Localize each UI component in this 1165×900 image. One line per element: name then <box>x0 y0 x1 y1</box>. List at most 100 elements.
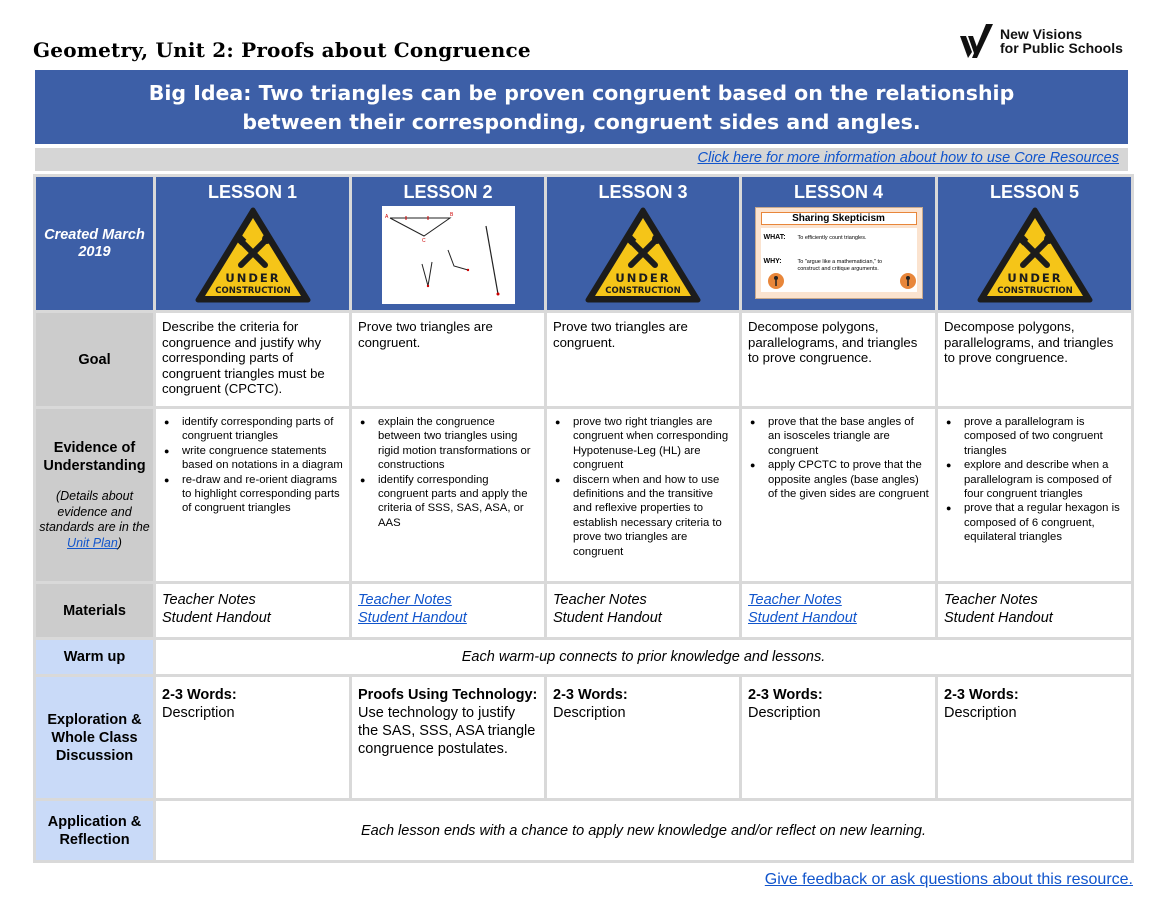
created-date-text: Created March 2019 <box>44 226 145 260</box>
evidence-item: write congruence statements based on not… <box>162 444 343 473</box>
application-row: Application & Reflection Each lesson end… <box>33 798 1134 863</box>
application-text: Each lesson ends with a chance to apply … <box>153 798 1134 863</box>
congruent-triangles-icon: A B C <box>385 212 499 296</box>
application-label: Application & Reflection <box>33 798 156 863</box>
lesson-3-title[interactable]: LESSON 3 <box>598 182 688 202</box>
evidence-list: explain the congruence between two trian… <box>358 415 538 530</box>
teacher-notes: Teacher Notes <box>553 592 647 608</box>
uc-text-construction: CONSTRUCTION <box>605 286 680 296</box>
student-handout-link[interactable]: Student Handout <box>358 610 467 626</box>
teacher-notes: Teacher Notes <box>944 592 1038 608</box>
big-idea-line-2: between their corresponding, congruent s… <box>242 110 921 134</box>
teacher-notes-link[interactable]: Teacher Notes <box>358 592 452 608</box>
evidence-item: re-draw and re-orient diagrams to highli… <box>162 473 343 516</box>
under-construction-icon: UNDER CONSTRUCTION <box>977 207 1092 303</box>
point-b-label: B <box>450 212 454 218</box>
figure-icon <box>899 273 916 289</box>
exploration-heading: 2-3 Words: <box>162 687 237 703</box>
checkmarks-logo-icon <box>960 24 993 58</box>
teacher-notes-link[interactable]: Teacher Notes <box>748 592 842 608</box>
figure-icon <box>767 273 784 289</box>
core-resources-link[interactable]: Click here for more information about ho… <box>697 150 1120 166</box>
lesson-1-title[interactable]: LESSON 1 <box>207 182 298 202</box>
uc-text-under: UNDER <box>225 271 280 285</box>
exploration-cell: 2-3 Words: Description <box>544 674 742 801</box>
materials-cell: Teacher Notes Student Handout <box>153 581 352 640</box>
student-handout: Student Handout <box>553 610 662 626</box>
new-visions-logo: New Visions for Public Schools <box>960 22 1125 60</box>
evidence-cell: explain the congruence between two trian… <box>349 406 547 584</box>
evidence-list: prove a parallelogram is composed of two… <box>944 415 1125 545</box>
logo-line-1: New Visions <box>1000 26 1083 42</box>
evidence-item: apply CPCTC to prove that the opposite a… <box>748 458 929 501</box>
lesson-5-header: LESSON 5 UNDER CONSTRUCTION <box>935 174 1134 313</box>
lesson-grid: Created March 2019 LESSON 1 UNDER CONSTR… <box>33 174 1134 863</box>
under-construction-icon: UNDER CONSTRUCTION <box>585 207 701 303</box>
exploration-cell: 2-3 Words: Description <box>739 674 938 801</box>
exploration-cell: Proofs Using Technology: Use technology … <box>349 674 547 801</box>
evidence-label: Evidence of Understanding (Details about… <box>33 406 156 584</box>
uc-text-under: UNDER <box>615 271 670 285</box>
evidence-cell: prove a parallelogram is composed of two… <box>935 406 1134 584</box>
materials-cell: Teacher Notes Student Handout <box>349 581 547 640</box>
triangle-diagram-image: A B C <box>381 206 515 304</box>
lesson-3-header: LESSON 3 UNDER CONSTRUCTION <box>544 174 742 313</box>
goal-cell: Prove two triangles are congruent. <box>349 310 547 409</box>
student-handout: Student Handout <box>162 610 271 626</box>
lesson-5-title[interactable]: LESSON 5 <box>989 182 1080 202</box>
card-what-text: To efficiently count triangles. <box>797 235 867 241</box>
lesson-header-row: Created March 2019 LESSON 1 UNDER CONSTR… <box>33 174 1134 313</box>
evidence-subtitle-text: (Details about evidence and standards ar… <box>39 489 150 534</box>
lesson-2-title[interactable]: LESSON 2 <box>403 182 493 202</box>
card-body: WHAT: To efficiently count triangles. WH… <box>760 228 917 292</box>
student-handout-link[interactable]: Student Handout <box>748 610 857 626</box>
page-title: Geometry, Unit 2: Proofs about Congruenc… <box>33 38 531 62</box>
evidence-list: prove two right triangles are congruent … <box>553 415 733 559</box>
warmup-label: Warm up <box>33 637 156 677</box>
exploration-text: Use technology to justify the SAS, SSS, … <box>358 705 536 757</box>
exploration-row: Exploration & Whole Class Discussion 2-3… <box>33 674 1134 801</box>
student-handout: Student Handout <box>944 610 1053 626</box>
evidence-title: Evidence of Understanding <box>43 440 146 474</box>
evidence-list: prove that the base angles of an isoscel… <box>748 415 929 501</box>
materials-cell: Teacher Notes Student Handout <box>544 581 742 640</box>
evidence-item: discern when and how to use definitions … <box>553 473 733 559</box>
materials-row: Materials Teacher Notes Student Handout … <box>33 581 1134 640</box>
card-title: Sharing Skepticism <box>760 212 917 225</box>
goal-cell: Decompose polygons, parallelograms, and … <box>739 310 938 409</box>
evidence-row: Evidence of Understanding (Details about… <box>33 406 1134 584</box>
evidence-cell: prove two right triangles are congruent … <box>544 406 742 584</box>
evidence-cell: identify corresponding parts of congruen… <box>153 406 352 584</box>
goal-label: Goal <box>33 310 156 409</box>
feedback-link[interactable]: Give feedback or ask questions about thi… <box>764 871 1133 888</box>
card-what-label: WHAT: <box>763 234 786 241</box>
materials-cell: Teacher Notes Student Handout <box>739 581 938 640</box>
created-date: Created March 2019 <box>33 174 156 313</box>
exploration-cell: 2-3 Words: Description <box>935 674 1134 801</box>
goal-row: Goal Describe the criteria for congruenc… <box>33 310 1134 409</box>
big-idea-banner: Big Idea: Two triangles can be proven co… <box>35 70 1128 144</box>
exploration-text: Description <box>748 705 821 721</box>
point-c-label: C <box>422 238 426 244</box>
materials-cell: Teacher Notes Student Handout <box>935 581 1134 640</box>
materials-label: Materials <box>33 581 156 640</box>
evidence-subtitle-close: ) <box>117 535 122 550</box>
exploration-heading: Proofs Using Technology: <box>358 687 538 703</box>
uc-text-construction: CONSTRUCTION <box>997 286 1072 296</box>
card-why-label: WHY: <box>763 258 782 265</box>
lesson-4-title[interactable]: LESSON 4 <box>793 182 884 202</box>
unit-plan-link[interactable]: Unit Plan <box>67 535 118 550</box>
evidence-item: explore and describe when a parallelogra… <box>944 458 1125 501</box>
lesson-2-header: LESSON 2 A B C <box>349 174 547 313</box>
teacher-notes: Teacher Notes <box>162 592 256 608</box>
goal-cell: Decompose polygons, parallelograms, and … <box>935 310 1134 409</box>
lesson-4-header: LESSON 4 Sharing Skepticism WHAT: To eff… <box>739 174 938 313</box>
card-why-text-1: To "argue like a mathematician," to <box>797 259 883 265</box>
evidence-item: identify corresponding congruent parts a… <box>358 473 538 531</box>
uc-text-under: UNDER <box>1007 271 1062 285</box>
evidence-item: identify corresponding parts of congruen… <box>162 415 343 444</box>
warmup-row: Warm up Each warm-up connects to prior k… <box>33 637 1134 677</box>
lesson-1-header: LESSON 1 UNDER CONSTRUCTION <box>153 174 352 313</box>
core-resources-bar: Click here for more information about ho… <box>35 148 1128 171</box>
evidence-item: prove a parallelogram is composed of two… <box>944 415 1125 458</box>
